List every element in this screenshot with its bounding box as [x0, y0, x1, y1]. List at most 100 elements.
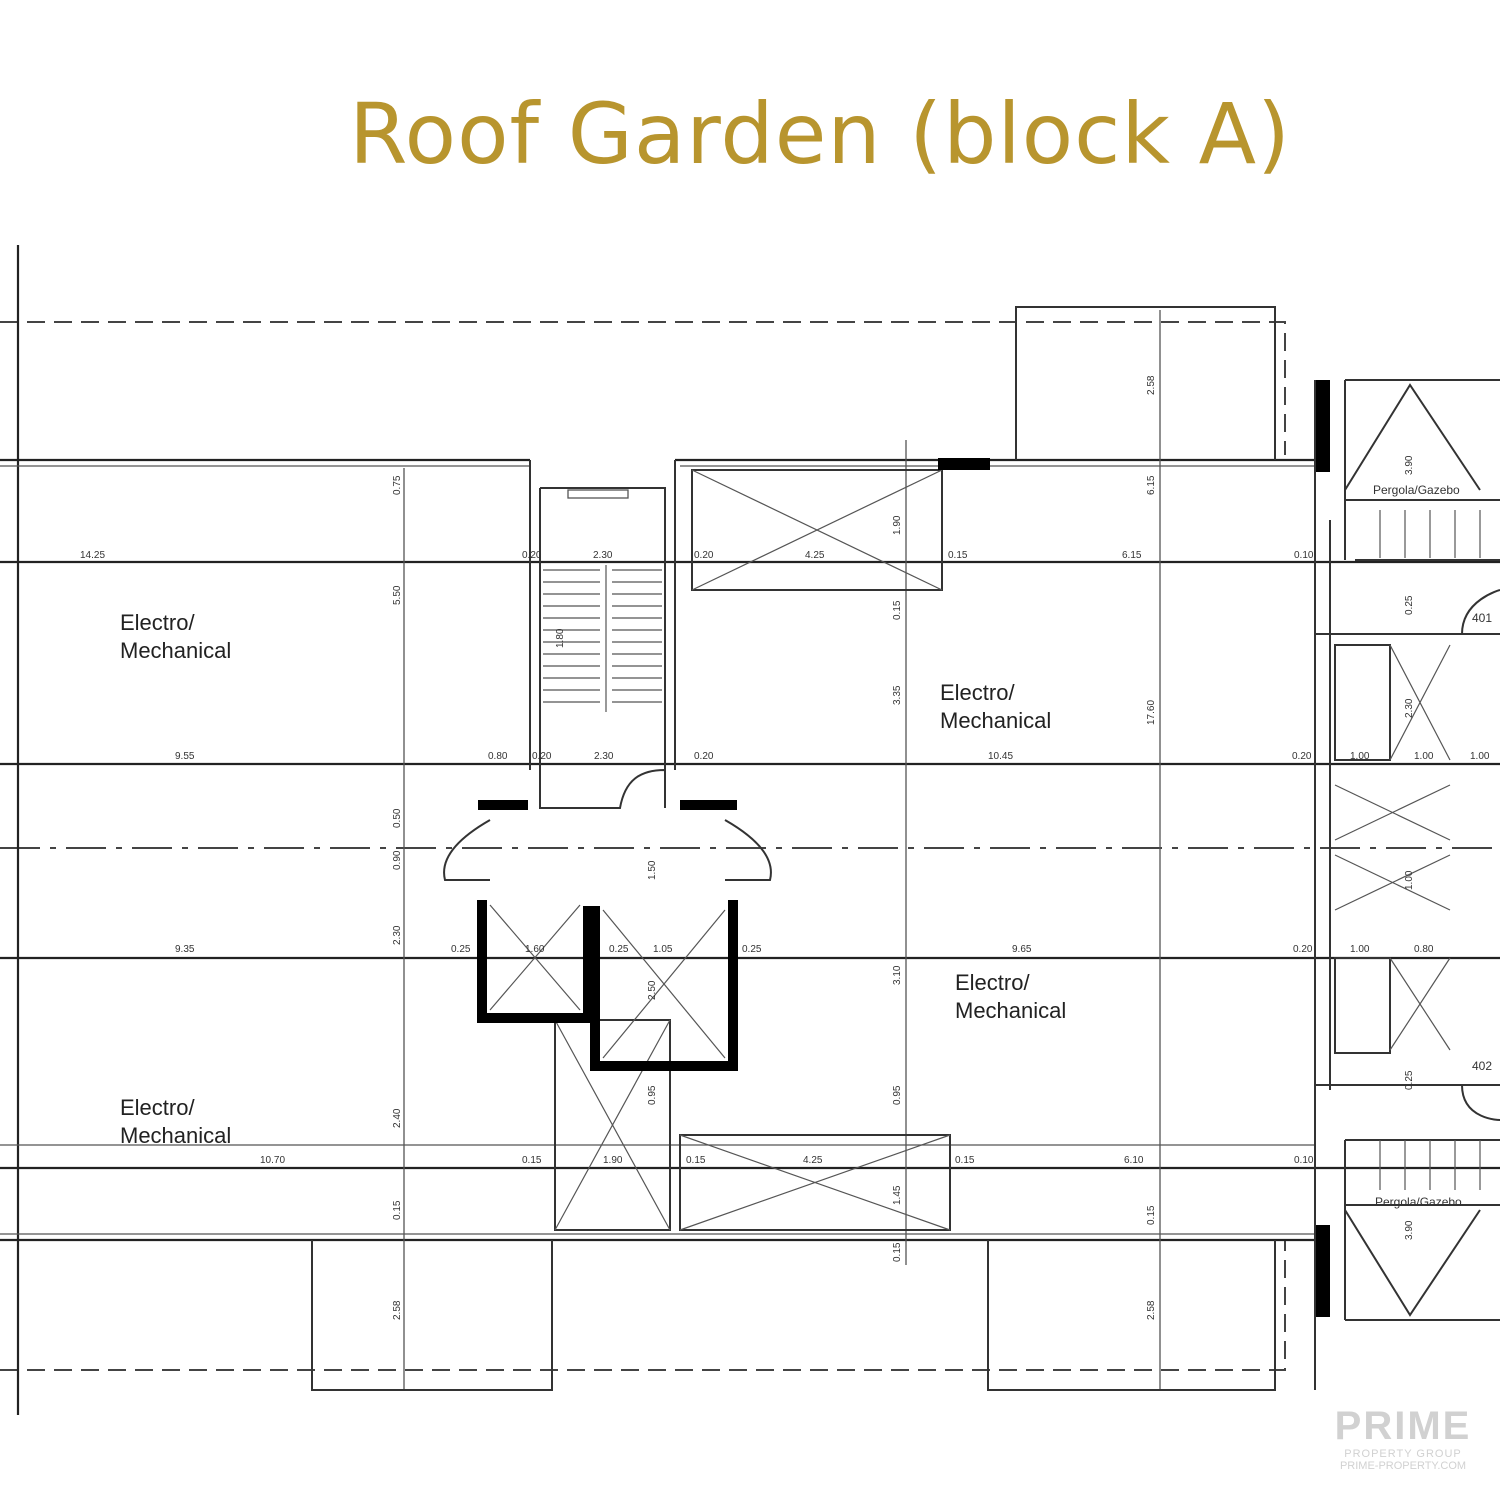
svg-text:1.45: 1.45 [892, 1185, 903, 1205]
svg-text:1.90: 1.90 [892, 515, 903, 535]
room-label-em-center-bottom: Electro/ [955, 970, 1030, 995]
svg-text:1.05: 1.05 [653, 944, 673, 955]
svg-text:17.60: 17.60 [1146, 700, 1157, 725]
svg-text:3.10: 3.10 [892, 965, 903, 985]
unit-402-label: 402 [1472, 1059, 1492, 1073]
shaft-lift [554, 1019, 671, 1231]
svg-text:1.50: 1.50 [647, 860, 658, 880]
room-label-em-bottom-left: Electro/ [120, 1095, 195, 1120]
bottom-balcony-left [311, 1240, 553, 1391]
room-label-em-top-left: Electro/ [120, 610, 195, 635]
right-stair-top [1334, 644, 1391, 761]
svg-text:2.30: 2.30 [392, 925, 403, 945]
stair-core [529, 460, 676, 770]
svg-text:0.80: 0.80 [1414, 944, 1434, 955]
svg-text:0.20: 0.20 [694, 550, 714, 561]
roof-edge-top [0, 321, 1286, 455]
svg-text:0.20: 0.20 [694, 751, 714, 762]
shaft-top [691, 469, 943, 591]
svg-text:0.75: 0.75 [392, 475, 403, 495]
svg-text:6.15: 6.15 [1122, 550, 1142, 561]
svg-text:1.00: 1.00 [1470, 751, 1490, 762]
pergola-bottom-frame [1344, 1139, 1500, 1321]
watermark-url: PRIME-PROPERTY.COM [1339, 1460, 1467, 1472]
svg-text:0.20: 0.20 [522, 550, 542, 561]
svg-text:1.90: 1.90 [603, 1155, 623, 1166]
svg-text:1.00: 1.00 [1404, 870, 1415, 890]
svg-text:1.00: 1.00 [1350, 944, 1370, 955]
lift-wall-1 [477, 900, 593, 1023]
plan-title: Roof Garden (block A) [349, 85, 1291, 183]
svg-text:Mechanical: Mechanical [940, 708, 1051, 733]
wall-post-bottom [1316, 1225, 1330, 1317]
svg-text:2.40: 2.40 [392, 1108, 403, 1128]
svg-text:6.15: 6.15 [1146, 475, 1157, 495]
svg-text:0.20: 0.20 [1292, 751, 1312, 762]
svg-text:0.95: 0.95 [647, 1085, 658, 1105]
svg-text:9.35: 9.35 [175, 944, 195, 955]
room-label-em-center-top: Electro/ [940, 680, 1015, 705]
svg-text:0.15: 0.15 [1146, 1205, 1157, 1225]
svg-text:3.90: 3.90 [1404, 1220, 1415, 1240]
top-balcony [1015, 306, 1276, 460]
svg-text:0.10: 0.10 [1294, 1155, 1314, 1166]
svg-text:0.25: 0.25 [1404, 1070, 1415, 1090]
svg-text:2.58: 2.58 [1146, 375, 1157, 395]
unit-402-bubble [1461, 1084, 1500, 1121]
svg-text:2.30: 2.30 [593, 550, 613, 561]
svg-text:3.35: 3.35 [892, 685, 903, 705]
svg-text:0.15: 0.15 [522, 1155, 542, 1166]
svg-text:0.10: 0.10 [1294, 550, 1314, 561]
bottom-balcony-right [987, 1240, 1276, 1391]
wall-stub-top [938, 458, 990, 470]
svg-text:0.15: 0.15 [892, 1242, 903, 1262]
svg-text:0.25: 0.25 [742, 944, 762, 955]
svg-text:0.50: 0.50 [392, 808, 403, 828]
svg-text:2.30: 2.30 [594, 751, 614, 762]
wall-post-top [1316, 380, 1330, 472]
watermark-subtitle: PROPERTY GROUP [1344, 1448, 1462, 1460]
svg-text:10.70: 10.70 [260, 1155, 285, 1166]
svg-text:9.65: 9.65 [1012, 944, 1032, 955]
svg-text:1.60: 1.60 [525, 944, 545, 955]
svg-text:9.55: 9.55 [175, 751, 195, 762]
svg-text:5.50: 5.50 [392, 585, 403, 605]
pergola-slats [1379, 510, 1481, 1190]
pergola-top-triangle [1344, 383, 1481, 491]
svg-text:0.15: 0.15 [892, 600, 903, 620]
lift-wall-2 [590, 900, 738, 1071]
roof-edge-bottom [0, 1240, 1286, 1371]
right-stair-bottom [1334, 957, 1391, 1054]
pergola-label-top: Pergola/Gazebo [1373, 483, 1460, 497]
svg-text:0.15: 0.15 [955, 1155, 975, 1166]
svg-text:2.58: 2.58 [1146, 1300, 1157, 1320]
lobby-curve [443, 819, 772, 881]
svg-text:0.15: 0.15 [392, 1200, 403, 1220]
svg-text:1.00: 1.00 [1414, 751, 1434, 762]
svg-text:0.90: 0.90 [392, 850, 403, 870]
unit-401-label: 401 [1472, 611, 1492, 625]
svg-text:0.15: 0.15 [948, 550, 968, 561]
svg-text:0.95: 0.95 [892, 1085, 903, 1105]
prime-property-watermark: PRIME PROPERTY GROUP PRIME-PROPERTY.COM [1318, 1404, 1488, 1472]
svg-text:10.45: 10.45 [988, 751, 1013, 762]
svg-text:2.58: 2.58 [392, 1300, 403, 1320]
pergola-label-bottom: Pergola/Gazebo [1375, 1195, 1462, 1209]
svg-text:4.25: 4.25 [803, 1155, 823, 1166]
svg-text:0.25: 0.25 [609, 944, 629, 955]
svg-text:2.30: 2.30 [1404, 698, 1415, 718]
svg-text:0.80: 0.80 [488, 751, 508, 762]
svg-text:0.20: 0.20 [532, 751, 552, 762]
stair-treads [543, 565, 662, 712]
pergola-top-frame [1344, 379, 1500, 561]
svg-text:14.25: 14.25 [80, 550, 105, 561]
svg-text:Mechanical: Mechanical [120, 638, 231, 663]
svg-text:Mechanical: Mechanical [955, 998, 1066, 1023]
svg-text:0.25: 0.25 [451, 944, 471, 955]
watermark-brand: PRIME [1334, 1404, 1472, 1448]
svg-text:2.50: 2.50 [647, 980, 658, 1000]
svg-text:Mechanical: Mechanical [120, 1123, 231, 1148]
svg-text:4.25: 4.25 [805, 550, 825, 561]
pergola-bottom-triangle [1344, 1209, 1481, 1317]
